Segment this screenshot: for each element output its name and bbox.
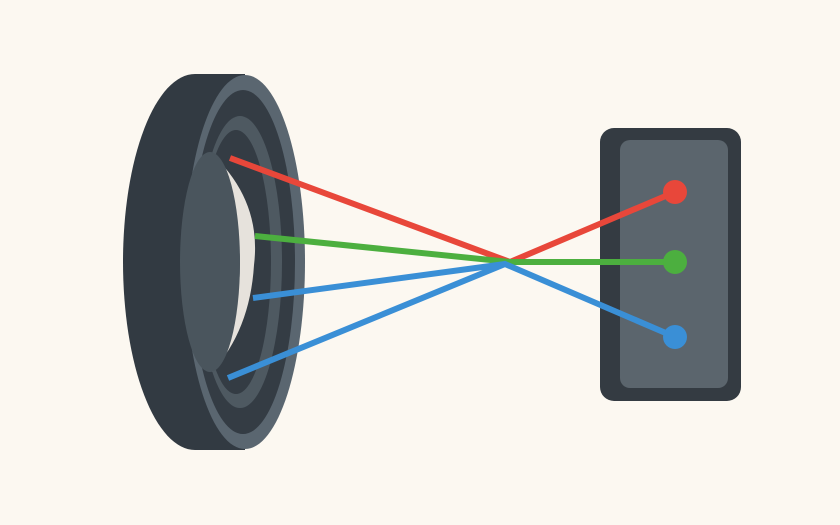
- red-pixel-dot: [663, 180, 687, 204]
- green-ray: [254, 233, 675, 265]
- green-pixel-dot: [663, 250, 687, 274]
- camera-lens: [123, 74, 305, 450]
- blue-pixel-dot: [663, 325, 687, 349]
- lens-glass: [180, 152, 240, 372]
- blue-ray-lower: [226, 260, 677, 381]
- light-rays: [226, 155, 677, 381]
- blue-ray-upper: [252, 261, 506, 301]
- lens-highlight: [210, 152, 256, 372]
